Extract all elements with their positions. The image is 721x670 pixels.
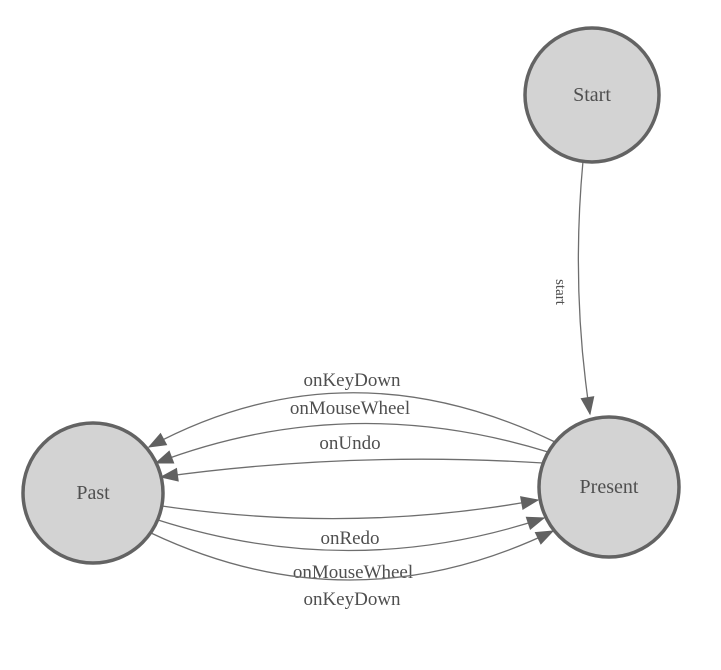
node-past-label: Past	[76, 482, 110, 504]
node-start-circle	[523, 26, 661, 164]
edge-start-to-present: start	[552, 160, 595, 416]
node-present-circle	[537, 415, 681, 559]
edge-label-onkeydown-lower: onKeyDown	[303, 589, 401, 610]
edge-line-onkeydown-upper	[147, 392, 556, 448]
edge-label-start: start	[552, 279, 568, 306]
edge-past-to-present-onmousewheel: onMouseWheel	[157, 516, 546, 583]
edge-line-onundo	[159, 458, 544, 482]
edge-line-onmousewheel-lower	[157, 516, 546, 552]
edge-line-onkeydown-lower	[150, 530, 555, 581]
edge-label-onmousewheel-lower: onMouseWheel	[293, 562, 413, 583]
node-past: Past	[21, 421, 165, 565]
edge-line-onredo	[161, 496, 540, 520]
edge-past-to-present-onredo: onRedo	[161, 496, 540, 549]
edge-present-to-past-onmousewheel: onMouseWheel	[154, 398, 549, 464]
edge-present-to-past-onkeydown: onKeyDown	[147, 370, 556, 448]
edge-line-start	[577, 160, 595, 416]
edge-label-onredo: onRedo	[320, 528, 379, 549]
edge-label-onkeydown-upper: onKeyDown	[303, 370, 401, 391]
edge-past-to-present-onkeydown: onKeyDown	[150, 530, 555, 610]
node-present-label: Present	[580, 476, 639, 498]
edge-label-onundo: onUndo	[319, 433, 380, 454]
node-start: Start	[523, 26, 661, 164]
node-start-label: Start	[573, 84, 611, 106]
edge-label-onmousewheel-upper: onMouseWheel	[290, 398, 410, 419]
edge-line-onmousewheel-upper	[154, 422, 549, 464]
edge-present-to-past-onundo: onUndo	[159, 433, 544, 482]
node-present: Present	[537, 415, 681, 559]
node-past-circle	[21, 421, 165, 565]
